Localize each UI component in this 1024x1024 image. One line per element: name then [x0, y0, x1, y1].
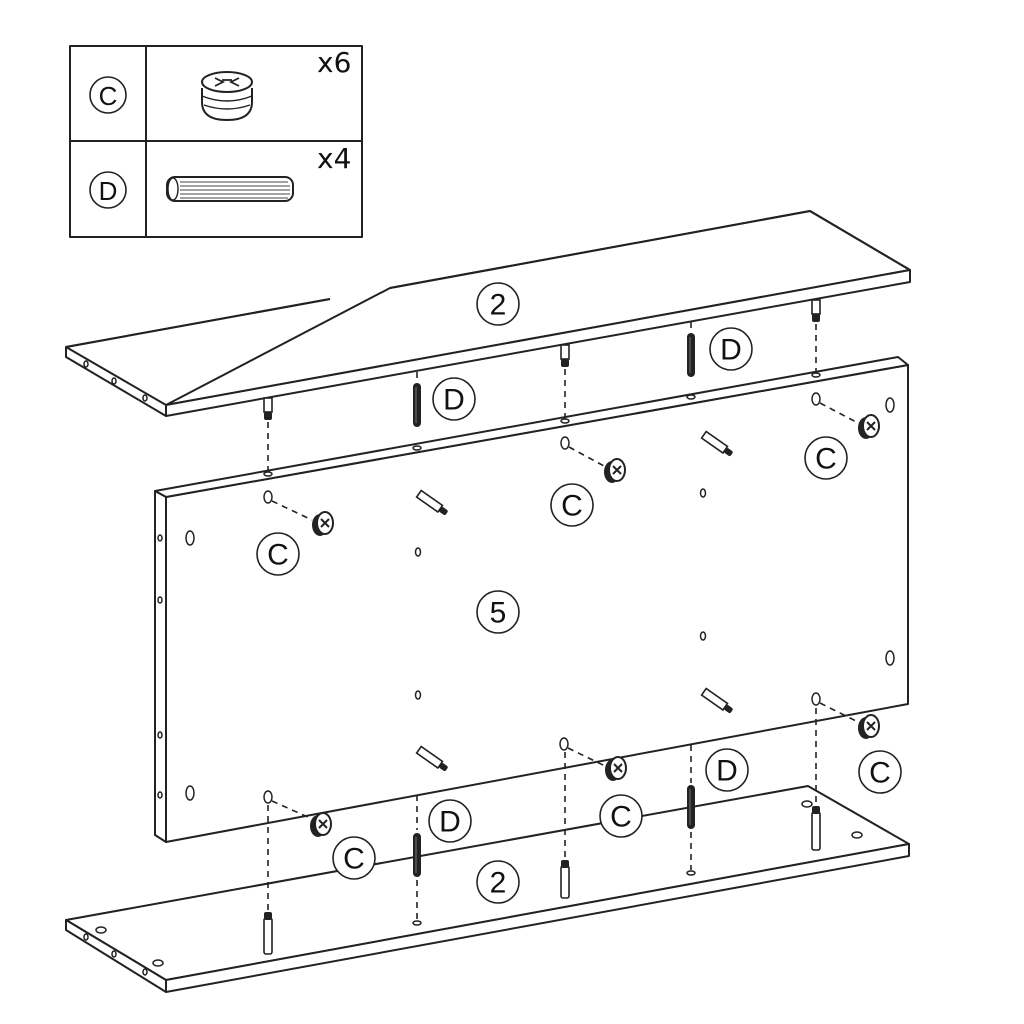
legend-quantity-c: x6 [317, 46, 351, 79]
svg-text:C: C [815, 443, 837, 476]
legend-row-d: D x4 [89, 142, 351, 209]
dowel-icon [686, 784, 696, 830]
bottom-board-label: 2 [490, 867, 507, 900]
legend-row-c: C x6 [89, 46, 351, 121]
svg-text:C: C [561, 490, 583, 523]
legend-quantity-d: x4 [317, 142, 351, 175]
top-board-label: 2 [490, 289, 507, 322]
top-fittings [263, 299, 821, 472]
svg-text:C: C [343, 843, 365, 876]
bottom-board: 2 [65, 785, 910, 993]
legend-label-c: C [99, 81, 118, 111]
legend-label-d: D [99, 176, 118, 206]
callout-d: D [428, 799, 472, 843]
callout-c: C [599, 794, 643, 838]
svg-text:D: D [716, 755, 738, 788]
side-panel-label: 5 [490, 597, 507, 630]
cam-lock-icon [201, 71, 253, 121]
callout-labels: D D C C C D D C C C [256, 327, 902, 880]
callout-c: C [858, 750, 902, 794]
side-panel: 5 [154, 356, 909, 843]
dowel-icon [412, 382, 422, 428]
svg-text:C: C [869, 757, 891, 790]
svg-text:C: C [610, 801, 632, 834]
svg-text:D: D [439, 806, 461, 839]
svg-text:C: C [267, 539, 289, 572]
dowel-icon [166, 176, 294, 202]
callout-c: C [804, 436, 848, 480]
parts-legend: C x6 D x4 [69, 45, 363, 238]
cam-locks [263, 392, 880, 838]
callout-d: D [709, 327, 753, 371]
dowel-icon [686, 332, 696, 378]
callout-d: D [705, 748, 749, 792]
callout-c: C [550, 483, 594, 527]
bottom-fittings [263, 708, 821, 955]
svg-text:D: D [443, 384, 465, 417]
dowel-icon [412, 832, 422, 878]
top-board: 2 [65, 210, 911, 417]
callout-c: C [332, 836, 376, 880]
svg-text:D: D [720, 334, 742, 367]
callout-d: D [432, 377, 476, 421]
callout-c: C [256, 532, 300, 576]
